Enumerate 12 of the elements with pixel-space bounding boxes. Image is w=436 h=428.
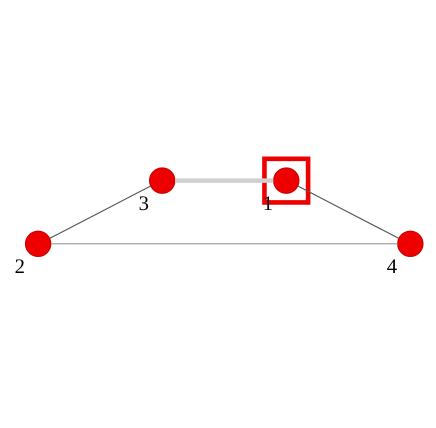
node-label: 4	[386, 255, 397, 278]
node-circle	[396, 230, 424, 256]
connector	[297, 184, 399, 238]
node-circle	[148, 166, 175, 194]
node-label: 2	[14, 255, 24, 278]
connector	[48, 184, 150, 238]
node-label: 1	[262, 192, 273, 214]
connector	[174, 178, 273, 182]
node-label: 3	[138, 192, 148, 214]
node-circle	[272, 166, 299, 194]
connector	[50, 242, 398, 244]
node-circle	[24, 230, 51, 256]
